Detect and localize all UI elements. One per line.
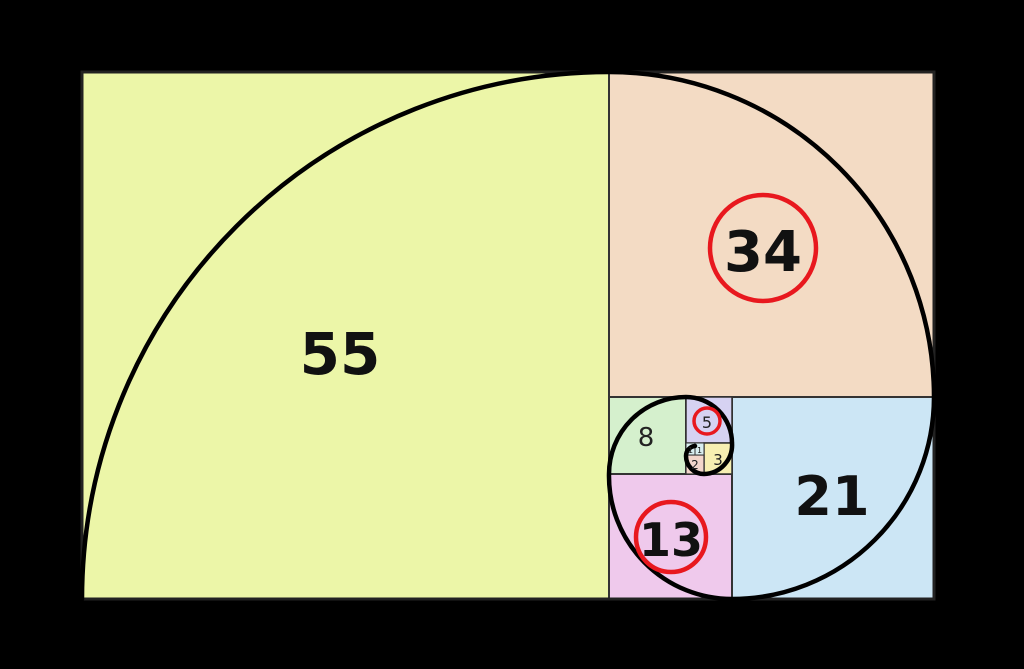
label-5: 5 <box>702 413 712 432</box>
square-55 <box>81 71 610 600</box>
highlight-circle-13 <box>633 499 709 575</box>
golden-spiral <box>79 69 937 602</box>
label-21: 21 <box>794 465 869 528</box>
outer-border <box>80 70 936 601</box>
label-1a: 1 <box>688 446 693 455</box>
square-1b <box>694 442 705 456</box>
label-13: 13 <box>639 513 703 567</box>
label-34: 34 <box>724 220 802 285</box>
label-2: 2 <box>691 458 699 472</box>
highlight-circle-34 <box>707 192 819 304</box>
label-8: 8 <box>638 423 655 453</box>
square-8 <box>608 396 687 475</box>
square-21 <box>731 396 935 600</box>
label-3: 3 <box>713 451 723 469</box>
highlight-circle-5 <box>692 406 722 436</box>
label-55: 55 <box>300 320 381 388</box>
label-1b: 1 <box>697 446 702 455</box>
